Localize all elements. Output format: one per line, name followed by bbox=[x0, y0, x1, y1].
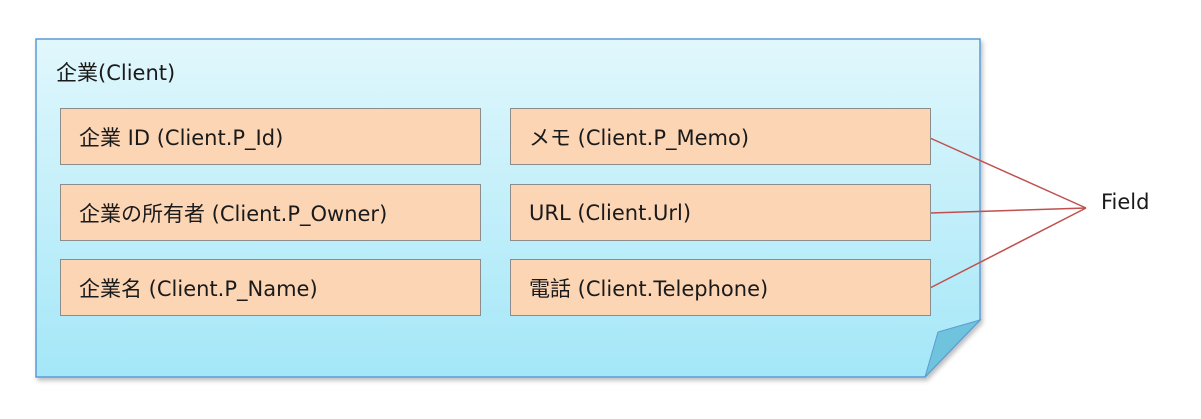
connector-line-memo bbox=[929, 137, 1087, 209]
field-box-owner: 企業の所有者 (Client.P_Owner) bbox=[60, 184, 481, 241]
field-callout-label: Field bbox=[1101, 190, 1150, 214]
entity-title: 企業(Client) bbox=[56, 61, 176, 85]
field-box-url: URL (Client.Url) bbox=[510, 184, 931, 241]
field-box-name: 企業名 (Client.P_Name) bbox=[60, 259, 481, 316]
folded-corner bbox=[924, 319, 982, 378]
connector-line-telephone bbox=[929, 207, 1087, 289]
field-box-memo: メモ (Client.P_Memo) bbox=[510, 108, 931, 165]
field-box-telephone: 電話 (Client.Telephone) bbox=[510, 259, 931, 316]
field-box-id: 企業 ID (Client.P_Id) bbox=[60, 108, 481, 165]
connector-line-url bbox=[929, 207, 1087, 214]
